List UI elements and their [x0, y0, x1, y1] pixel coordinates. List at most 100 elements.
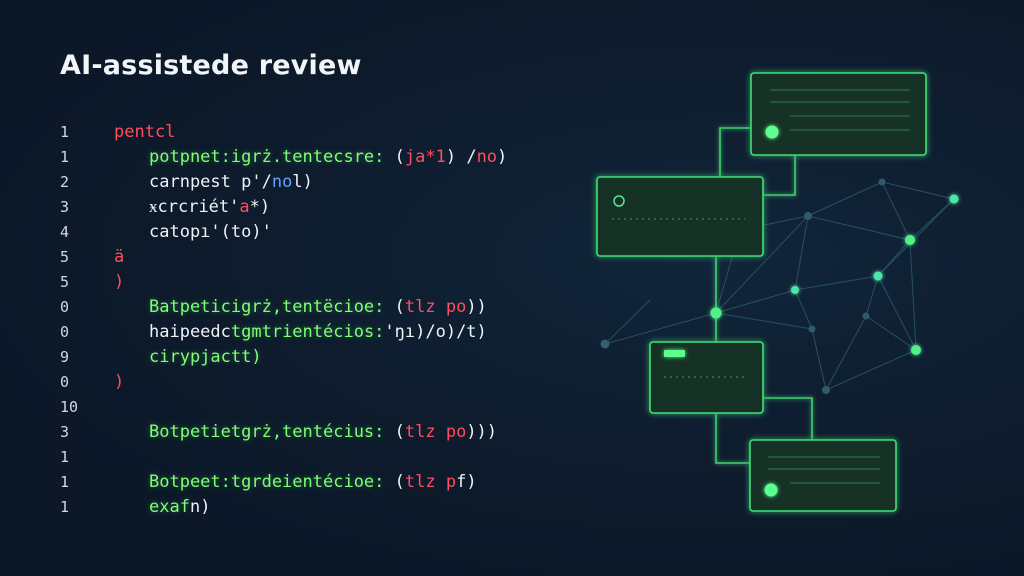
network-node — [600, 339, 610, 349]
line-number: 1 — [60, 148, 70, 166]
code-token: Botpeet:tgrdeientécioe: — [149, 472, 395, 492]
code-token: )) — [466, 297, 487, 317]
review-card-left — [596, 176, 764, 257]
code-token: catopı'(to)' — [149, 222, 272, 242]
network-mesh — [604, 181, 955, 391]
code-token: haipeedc — [149, 322, 231, 342]
network-node — [808, 325, 816, 333]
code-token: ja*1 — [404, 147, 446, 167]
code-token: ) — [497, 147, 508, 167]
line-number: 1 — [60, 473, 70, 491]
code-text: Batpeticigrż,tentëcioe: (tlz po)) — [149, 295, 487, 320]
code-token: l) — [292, 172, 313, 192]
code-line: 0) — [0, 370, 560, 395]
code-line: 1 — [0, 445, 560, 470]
code-line: 2 carnpest p'/nol) — [0, 170, 560, 195]
code-token: ) — [114, 272, 125, 292]
code-text: ä — [114, 245, 124, 270]
line-number: 1 — [60, 448, 70, 466]
code-text: cirypjactt) — [149, 345, 262, 370]
line-number: 3 — [60, 198, 70, 216]
code-token: '/ — [251, 172, 272, 192]
page-title: AI-assistede review — [60, 50, 362, 81]
line-number: 2 — [60, 173, 70, 191]
code-text: potpnet:igrż.tentecsre: (ja*1) /no) — [149, 145, 507, 170]
code-text: haipeedctgmtrientécios:'ŋı)/o)/t) — [149, 320, 487, 345]
code-line: 0 haipeedctgmtrientécios:'ŋı)/o)/t) — [0, 320, 560, 345]
network-nodes — [600, 178, 959, 394]
line-number: 0 — [60, 323, 70, 341]
code-token: ո) — [189, 497, 211, 517]
network-node — [873, 271, 883, 281]
line-number: 1 — [60, 498, 70, 516]
line-number: 10 — [60, 398, 79, 416]
code-token: tlz p — [404, 472, 457, 492]
status-dot-icon — [765, 125, 779, 139]
code-text: catopı'(to)' — [149, 220, 272, 245]
line-number: 1 — [60, 123, 70, 141]
line-number: 5 — [60, 273, 70, 291]
code-token: ( — [394, 297, 405, 317]
code-token: tlz po — [404, 297, 467, 317]
line-number: 4 — [60, 223, 70, 241]
junction-node — [710, 307, 722, 319]
status-bar-icon — [664, 350, 685, 357]
network-node — [862, 312, 870, 320]
code-text: ) — [114, 370, 124, 395]
line-number: 5 — [60, 248, 70, 266]
code-token: ( — [394, 472, 405, 492]
code-token: no — [476, 147, 498, 167]
code-token: ))) — [466, 422, 498, 442]
tree-connectors — [715, 127, 813, 464]
code-token: ) — [114, 372, 125, 392]
code-token: Batpeticigrż,tentëcioe: — [149, 297, 395, 317]
code-text: Botpetietgrż,tentécius: (tlz po))) — [149, 420, 497, 445]
network-node — [822, 386, 830, 394]
code-line: 1 pentcl — [0, 120, 560, 145]
code-token: tlz po — [404, 422, 467, 442]
code-text: ӿcrcriét'a*) — [149, 195, 270, 220]
code-token: potpnet:igrż.tentecsre: — [149, 147, 395, 167]
code-token: pentcl — [114, 122, 176, 142]
network-node — [905, 235, 915, 245]
code-token: exaf — [149, 497, 190, 517]
code-token: ( — [394, 422, 405, 442]
code-token: carnpest p — [149, 172, 252, 192]
code-token: cirypjactt) — [149, 347, 262, 367]
code-text: carnpest p'/nol) — [149, 170, 313, 195]
network-node — [911, 345, 921, 355]
code-token: no — [271, 172, 293, 192]
network-node — [949, 194, 959, 204]
code-text: Botpeet:tgrdeientécioe: (tlz pf) — [149, 470, 477, 495]
code-line: 3 ӿcrcriét'a*) — [0, 195, 560, 220]
code-line: 9 cirypjactt) — [0, 345, 560, 370]
network-node — [878, 178, 886, 186]
code-token: tgmtrientécios: — [230, 322, 385, 342]
network-node — [804, 212, 812, 220]
code-token: ) / — [445, 147, 477, 167]
status-ring-icon — [613, 195, 625, 207]
code-token: *) — [249, 197, 271, 217]
code-line: 0 Batpeticigrż,tentëcioe: (tlz po)) — [0, 295, 560, 320]
review-card-bottom — [749, 439, 897, 512]
code-line: 1 Botpeet:tgrdeientécioe: (tlz pf) — [0, 470, 560, 495]
line-number: 9 — [60, 348, 70, 366]
code-token: ä — [114, 247, 125, 267]
code-token: 'ŋı)/o)/t) — [384, 322, 487, 342]
code-text: exafո) — [149, 495, 210, 520]
code-line: 1 potpnet:igrż.tentecsre: (ja*1) /no) — [0, 145, 560, 170]
code-token: Botpetietgrż,tentécius: — [149, 422, 395, 442]
line-number: 3 — [60, 423, 70, 441]
code-text: pentcl — [114, 120, 175, 145]
line-number: 0 — [60, 298, 70, 316]
code-line: 5) — [0, 270, 560, 295]
network-node — [791, 286, 799, 294]
code-line: 10 — [0, 395, 560, 420]
code-line: 4 catopı'(to)' — [0, 220, 560, 245]
code-token: ( — [394, 147, 405, 167]
code-token: f) — [456, 472, 477, 492]
